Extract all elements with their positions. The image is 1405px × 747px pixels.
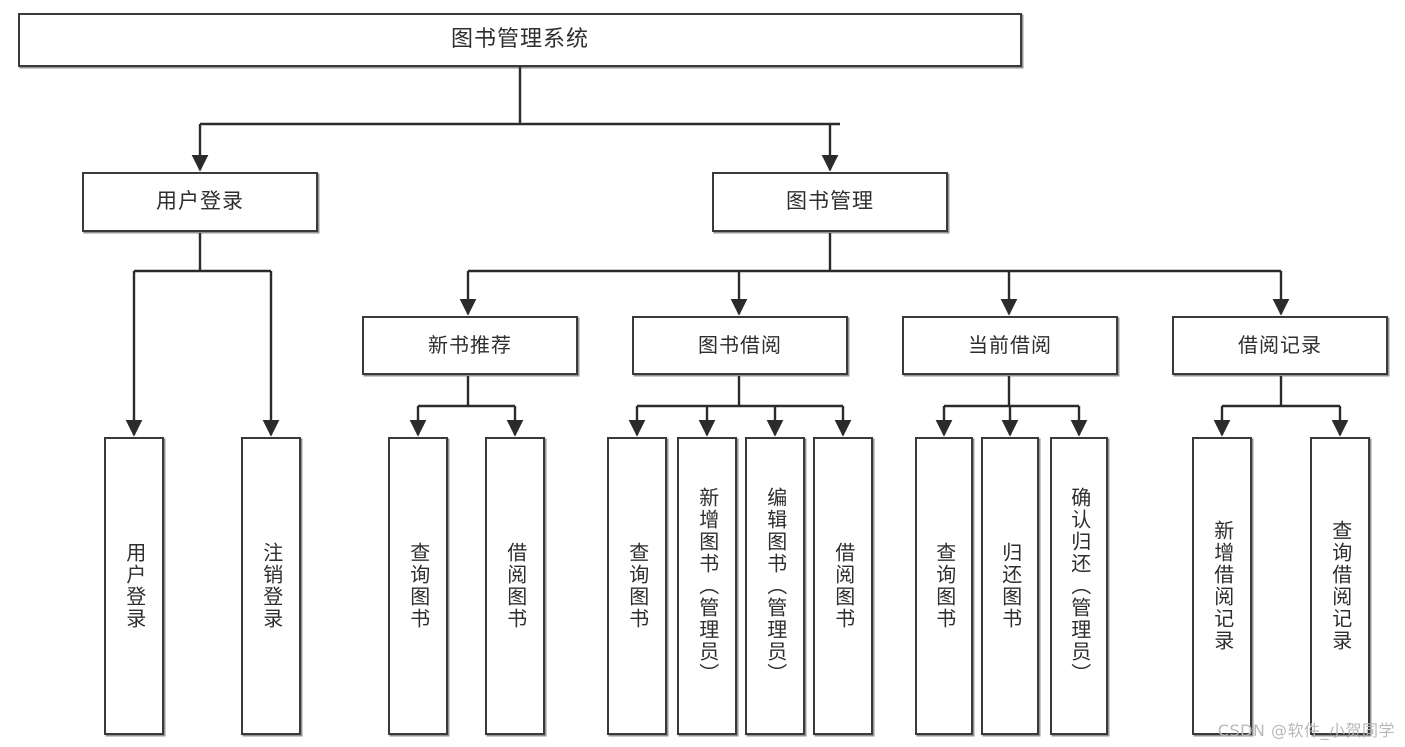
node-borrow-record-label: 借阅记录 <box>1238 333 1322 358</box>
node-leaf-query-book-1-label: 查询图书 <box>406 542 431 630</box>
node-leaf-query-book-2[interactable]: 查询图书 <box>607 437 667 735</box>
node-leaf-query-book-3[interactable]: 查询图书 <box>915 437 973 735</box>
node-leaf-query-book-3-label: 查询图书 <box>932 542 957 630</box>
node-leaf-query-book-2-label: 查询图书 <box>625 542 650 630</box>
node-leaf-logout-login[interactable]: 注销登录 <box>241 437 301 735</box>
node-leaf-add-record-label: 新增借阅记录 <box>1210 520 1235 652</box>
node-leaf-user-login[interactable]: 用户登录 <box>104 437 164 735</box>
node-leaf-logout-login-label: 注销登录 <box>259 542 284 630</box>
node-borrow-record[interactable]: 借阅记录 <box>1172 316 1388 375</box>
node-leaf-query-book-1[interactable]: 查询图书 <box>388 437 448 735</box>
node-root[interactable]: 图书管理系统 <box>18 13 1022 67</box>
node-leaf-borrow-book-2[interactable]: 借阅图书 <box>813 437 873 735</box>
node-current-borrow-label: 当前借阅 <box>968 333 1052 358</box>
node-book-manage-label: 图书管理 <box>786 189 874 214</box>
node-new-book-recommend-label: 新书推荐 <box>428 333 512 358</box>
node-leaf-user-login-label: 用户登录 <box>122 542 147 630</box>
node-leaf-return-book-label: 归还图书 <box>998 542 1023 630</box>
node-new-book-recommend[interactable]: 新书推荐 <box>362 316 578 375</box>
csdn-watermark: CSDN @软件_小贺同学 <box>1217 721 1395 740</box>
node-book-manage[interactable]: 图书管理 <box>712 172 948 232</box>
node-current-borrow[interactable]: 当前借阅 <box>902 316 1118 375</box>
node-root-label: 图书管理系统 <box>450 26 589 52</box>
node-leaf-borrow-book-2-label: 借阅图书 <box>831 542 856 630</box>
node-leaf-add-book[interactable]: 新增图书（管理员） <box>677 437 737 735</box>
node-leaf-return-book[interactable]: 归还图书 <box>981 437 1039 735</box>
node-leaf-confirm-return[interactable]: 确认归还（管理员） <box>1050 437 1108 735</box>
node-leaf-add-record[interactable]: 新增借阅记录 <box>1192 437 1252 735</box>
node-book-borrow[interactable]: 图书借阅 <box>632 316 848 375</box>
node-book-borrow-label: 图书借阅 <box>698 333 782 358</box>
node-leaf-confirm-return-label: 确认归还（管理员） <box>1067 487 1092 685</box>
node-leaf-edit-book-label: 编辑图书（管理员） <box>763 487 788 685</box>
node-leaf-add-book-label: 新增图书（管理员） <box>695 487 720 685</box>
node-leaf-query-record-label: 查询借阅记录 <box>1328 520 1353 652</box>
node-user-login[interactable]: 用户登录 <box>82 172 318 232</box>
node-leaf-query-record[interactable]: 查询借阅记录 <box>1310 437 1370 735</box>
node-leaf-borrow-book-1[interactable]: 借阅图书 <box>485 437 545 735</box>
node-leaf-borrow-book-1-label: 借阅图书 <box>503 542 528 630</box>
node-leaf-edit-book[interactable]: 编辑图书（管理员） <box>745 437 805 735</box>
node-user-login-label: 用户登录 <box>156 189 244 214</box>
